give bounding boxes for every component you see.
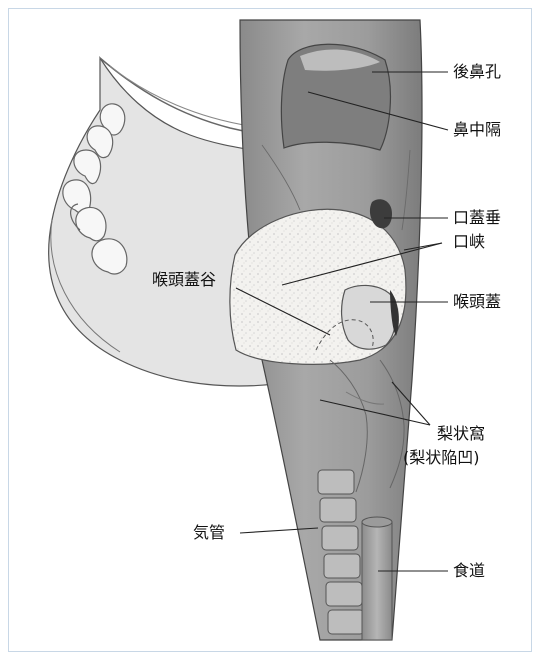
- label-piriform-recess: (梨状陥凹): [403, 449, 480, 467]
- label-uvula: 口蓋垂: [453, 209, 501, 227]
- label-epiglottis: 喉頭蓋: [453, 293, 501, 311]
- label-posterior-nares: 後鼻孔: [453, 63, 501, 81]
- label-piriform-fossa: 梨状窩: [437, 425, 485, 443]
- label-vallecula: 喉頭蓋谷: [152, 271, 216, 289]
- esophagus-tube: [362, 522, 392, 640]
- label-esophagus: 食道: [453, 562, 485, 580]
- label-trachea: 気管: [193, 524, 225, 542]
- label-nasal-septum: 鼻中隔: [453, 121, 501, 139]
- epiglottis-shape: [342, 285, 397, 349]
- label-fauces: 口峡: [453, 233, 485, 251]
